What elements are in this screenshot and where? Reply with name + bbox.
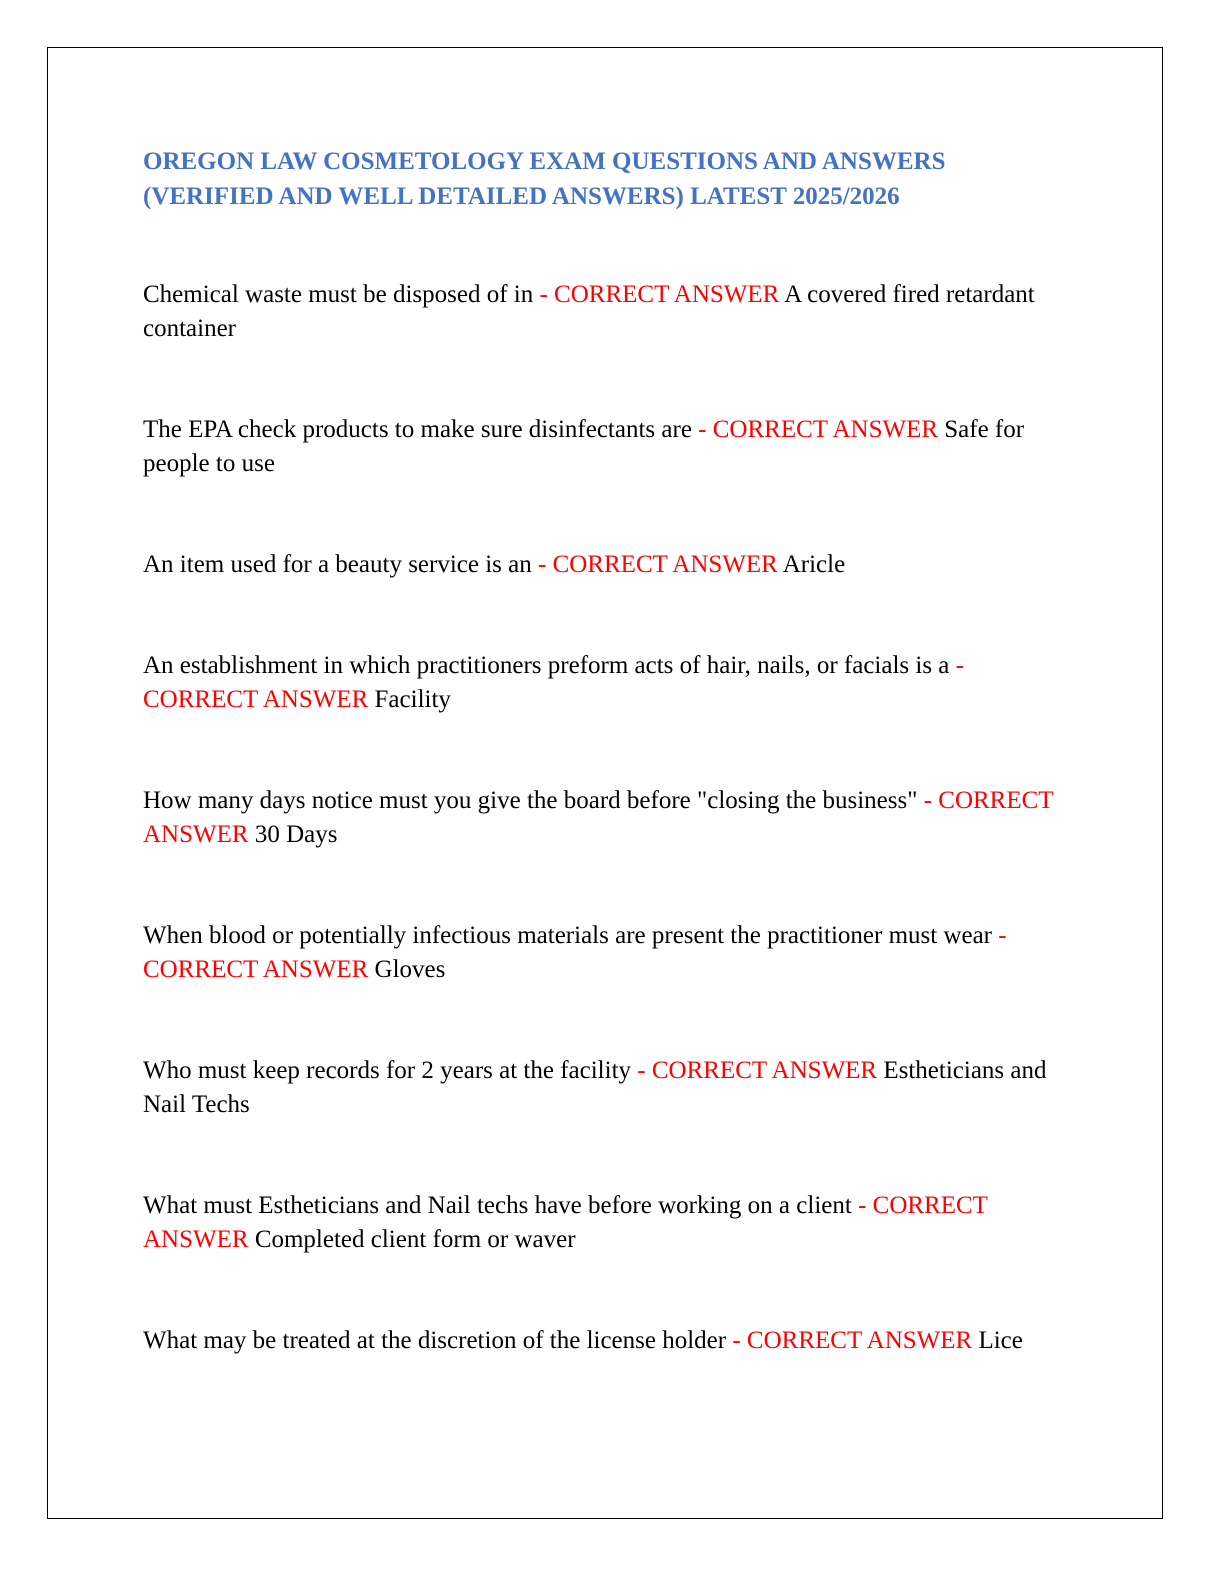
question-text: Chemical waste must be disposed of in xyxy=(143,281,534,308)
qa-item-5: How many days notice must you give the b… xyxy=(143,784,1073,852)
question-text: An establishment in which practitioners … xyxy=(143,652,950,679)
correct-answer-marker: - CORRECT ANSWER xyxy=(143,922,1007,983)
correct-answer-marker: - CORRECT ANSWER xyxy=(143,652,964,713)
qa-item-2: The EPA check products to make sure disi… xyxy=(143,413,1073,481)
correct-answer-marker: - CORRECT ANSWER xyxy=(539,281,780,308)
page-border xyxy=(47,47,1163,1519)
qa-item-6: When blood or potentially infectious mat… xyxy=(143,919,1073,987)
qa-item-7: Who must keep records for 2 years at the… xyxy=(143,1054,1073,1122)
answer-text: A covered fired retardant container xyxy=(143,281,1035,342)
answer-text: Safe for people to use xyxy=(143,416,1025,477)
question-text: An item used for a beauty service is an xyxy=(143,551,532,578)
correct-answer-marker: - CORRECT ANSWER xyxy=(538,551,778,578)
qa-item-9: What may be treated at the discretion of… xyxy=(143,1324,1073,1358)
document-body: OREGON LAW COSMETOLOGY EXAM QUESTIONS AN… xyxy=(143,144,1073,1425)
question-text: What may be treated at the discretion of… xyxy=(143,1327,727,1354)
qa-item-3: An item used for a beauty service is an … xyxy=(143,548,1073,582)
correct-answer-marker: - CORRECT ANSWER xyxy=(637,1057,878,1084)
qa-item-1: Chemical waste must be disposed of in - … xyxy=(143,278,1073,346)
correct-answer-marker: - CORRECT ANSWER xyxy=(143,1192,988,1253)
correct-answer-marker: - CORRECT ANSWER xyxy=(698,416,939,443)
correct-answer-marker: - CORRECT ANSWER xyxy=(732,1327,973,1354)
answer-text: Lice xyxy=(978,1327,1023,1354)
answer-text: Aricle xyxy=(782,551,846,578)
answer-text: Gloves xyxy=(374,956,446,983)
answer-text: 30 Days xyxy=(254,821,338,848)
question-text: How many days notice must you give the b… xyxy=(143,787,918,814)
question-text: What must Estheticians and Nail techs ha… xyxy=(143,1192,852,1219)
answer-text: Completed client form or waver xyxy=(254,1226,576,1253)
question-text: When blood or potentially infectious mat… xyxy=(143,922,993,949)
document-title: OREGON LAW COSMETOLOGY EXAM QUESTIONS AN… xyxy=(143,148,946,210)
qa-item-8: What must Estheticians and Nail techs ha… xyxy=(143,1189,1073,1257)
answer-text: Estheticians and Nail Techs xyxy=(143,1057,1047,1118)
qa-item-4: An establishment in which practitioners … xyxy=(143,649,1073,717)
answer-text: Facility xyxy=(374,686,451,713)
question-text: Who must keep records for 2 years at the… xyxy=(143,1057,632,1084)
question-text: The EPA check products to make sure disi… xyxy=(143,416,692,443)
qa-list: Chemical waste must be disposed of in - … xyxy=(143,278,1073,1358)
correct-answer-marker: - CORRECT ANSWER xyxy=(143,787,1054,848)
